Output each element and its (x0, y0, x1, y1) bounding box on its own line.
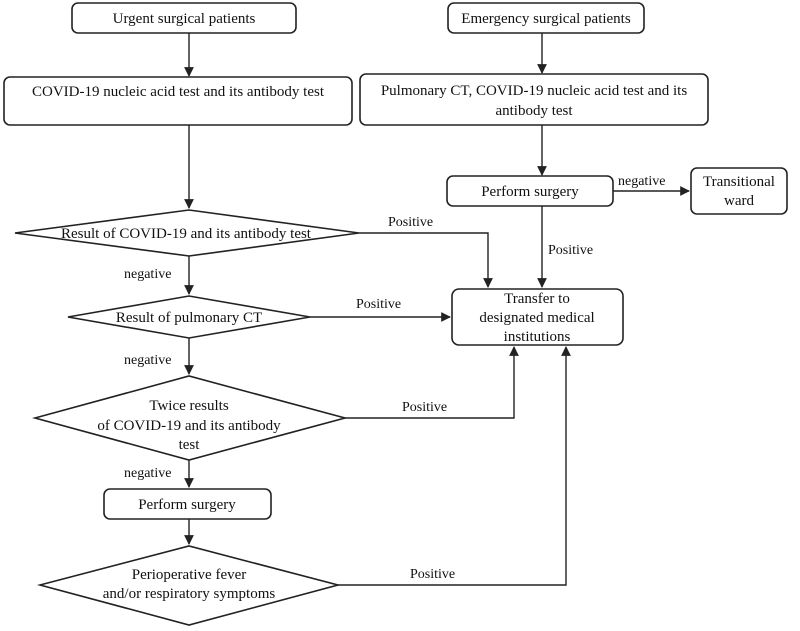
node-perform-surgery-right-label: Perform surgery (481, 184, 579, 200)
decision-twice-results-label-line2: of COVID-19 and its antibody (97, 418, 281, 434)
node-urgent-patients-label: Urgent surgical patients (113, 11, 256, 27)
edge-perioperative-to-transfer (338, 346, 571, 586)
decision-perioperative-label-line1: Perioperative fever (132, 567, 247, 583)
node-ct-covid-test-label-line2: antibody test (495, 103, 573, 119)
decision-result-covid-label: Result of COVID-19 and its antibody test (61, 226, 312, 242)
edge-label-negative-ct: negative (124, 353, 171, 368)
node-covid-test: COVID-19 nucleic acid test and its antib… (3, 76, 353, 126)
node-perform-surgery-right: Perform surgery (446, 175, 614, 207)
node-ct-covid-test-label-line1: Pulmonary CT, COVID-19 nucleic acid test… (381, 83, 687, 99)
decision-result-ct: Result of pulmonary CT (67, 295, 311, 339)
node-transfer-institutions-label-line1: Transfer to (504, 291, 570, 307)
node-ct-covid-test: Pulmonary CT, COVID-19 nucleic acid test… (359, 73, 709, 126)
decision-result-covid: Result of COVID-19 and its antibody test (14, 209, 360, 257)
node-perform-surgery-left-label: Perform surgery (138, 497, 236, 513)
edge-label-positive-covid: Positive (388, 215, 433, 230)
edge-label-negative-covid: negative (124, 267, 171, 282)
edge-label-negative-twice: negative (124, 466, 171, 481)
node-emergency-patients-label: Emergency surgical patients (461, 11, 631, 27)
edge-label-positive-perioperative: Positive (410, 567, 455, 582)
decision-perioperative-label-line2: and/or respiratory symptoms (103, 586, 276, 602)
edge-label-positive-ct: Positive (356, 297, 401, 312)
decision-twice-results-label-line1: Twice results (149, 398, 229, 414)
node-transitional-ward: Transitional ward (690, 167, 788, 215)
edge-twice-to-transfer (345, 346, 519, 419)
node-transfer-institutions: Transfer to designated medical instituti… (451, 288, 624, 346)
node-transfer-institutions-label-line2: designated medical (479, 310, 594, 326)
decision-perioperative: Perioperative fever and/or respiratory s… (36, 545, 342, 626)
edge-label-positive-surgery: Positive (548, 243, 593, 258)
decision-result-ct-label: Result of pulmonary CT (116, 310, 262, 326)
node-covid-test-label: COVID-19 nucleic acid test and its antib… (32, 84, 325, 100)
node-transitional-ward-label-line1: Transitional (703, 174, 775, 190)
node-perform-surgery-left: Perform surgery (103, 488, 272, 520)
edge-result-covid-to-transfer (359, 232, 493, 288)
node-emergency-patients: Emergency surgical patients (447, 2, 645, 34)
node-transitional-ward-label-line2: ward (724, 193, 754, 209)
node-urgent-patients: Urgent surgical patients (71, 2, 297, 34)
decision-twice-results: Twice results of COVID-19 and its antibo… (31, 375, 349, 461)
node-transfer-institutions-label-line3: institutions (504, 329, 571, 345)
edge-label-negative-transitional: negative (618, 174, 665, 189)
edge-label-positive-twice: Positive (402, 400, 447, 415)
decision-twice-results-label-line3: test (179, 437, 201, 453)
